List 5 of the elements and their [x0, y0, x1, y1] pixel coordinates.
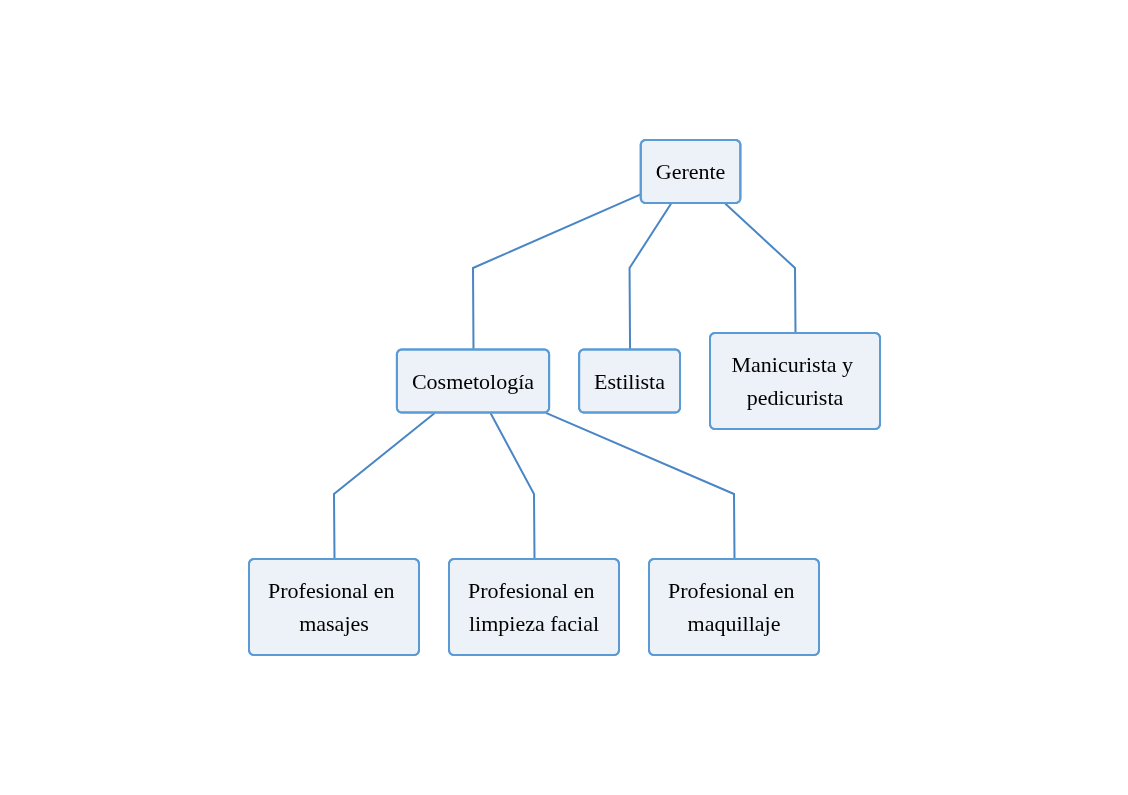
connector [544, 411, 735, 561]
connector [723, 202, 796, 335]
connector [332, 412, 436, 561]
connector [628, 202, 672, 351]
connector [489, 412, 535, 561]
